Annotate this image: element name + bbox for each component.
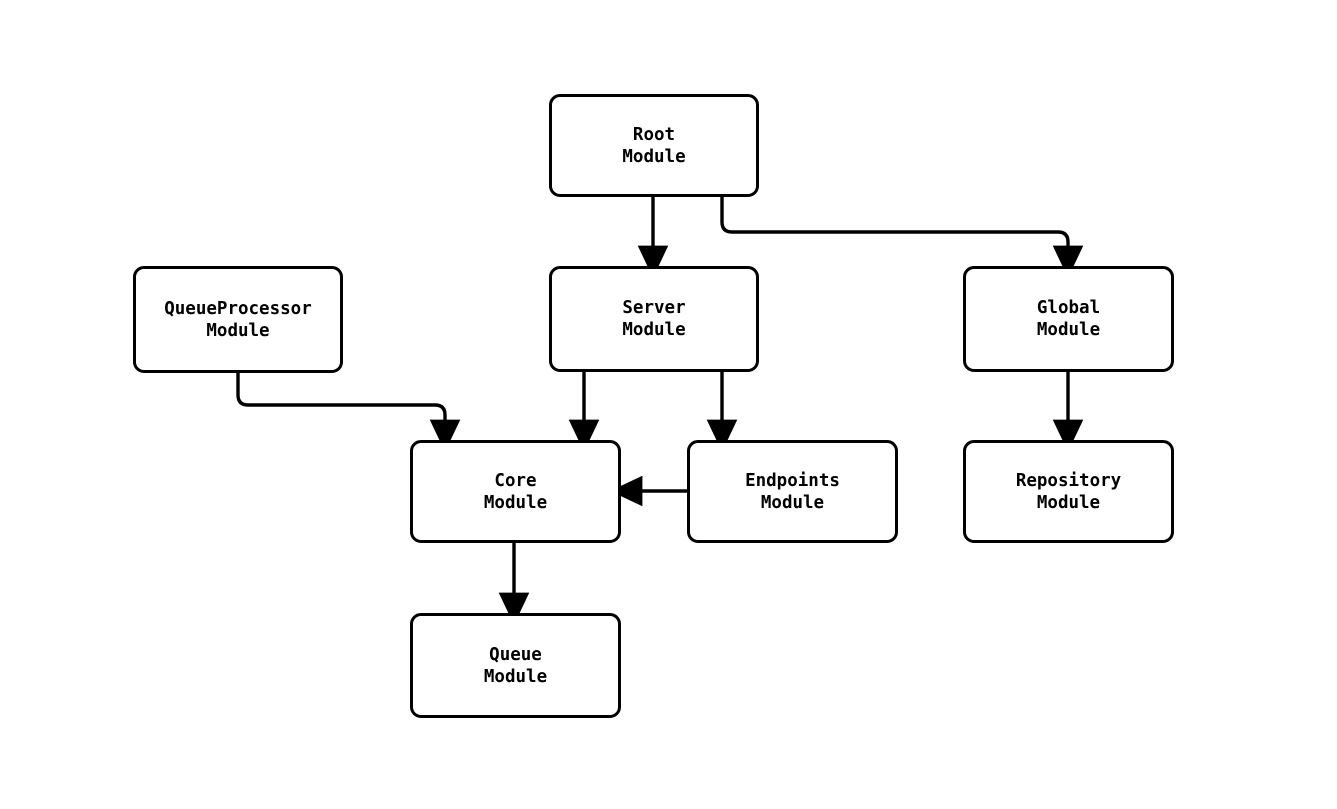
node-repository-module[interactable]: Repository Module: [963, 440, 1174, 543]
node-queue-module[interactable]: Queue Module: [410, 613, 621, 718]
node-global-module[interactable]: Global Module: [963, 266, 1174, 372]
node-queue-module-label: Queue Module: [483, 644, 548, 687]
edge-root-to-global: [720, 197, 1084, 278]
node-queueprocessor-module-label: QueueProcessor Module: [164, 298, 312, 341]
node-server-module-label: Server Module: [622, 298, 686, 340]
edge-queueprocessor-to-core: [236, 373, 461, 452]
node-endpoints-module[interactable]: Endpoints Module: [687, 440, 898, 543]
node-core-module[interactable]: Core Module: [410, 440, 621, 543]
node-root-module[interactable]: Root Module: [549, 94, 759, 197]
node-queueprocessor-module[interactable]: QueueProcessor Module: [133, 266, 343, 373]
node-repository-module-label: Repository Module: [1015, 470, 1122, 513]
node-global-module-label: Global Module: [1036, 298, 1101, 340]
node-root-module-label: Root Module: [622, 124, 686, 167]
node-server-module[interactable]: Server Module: [549, 266, 759, 372]
node-core-module-label: Core Module: [483, 470, 548, 513]
node-endpoints-module-label: Endpoints Module: [745, 470, 840, 513]
